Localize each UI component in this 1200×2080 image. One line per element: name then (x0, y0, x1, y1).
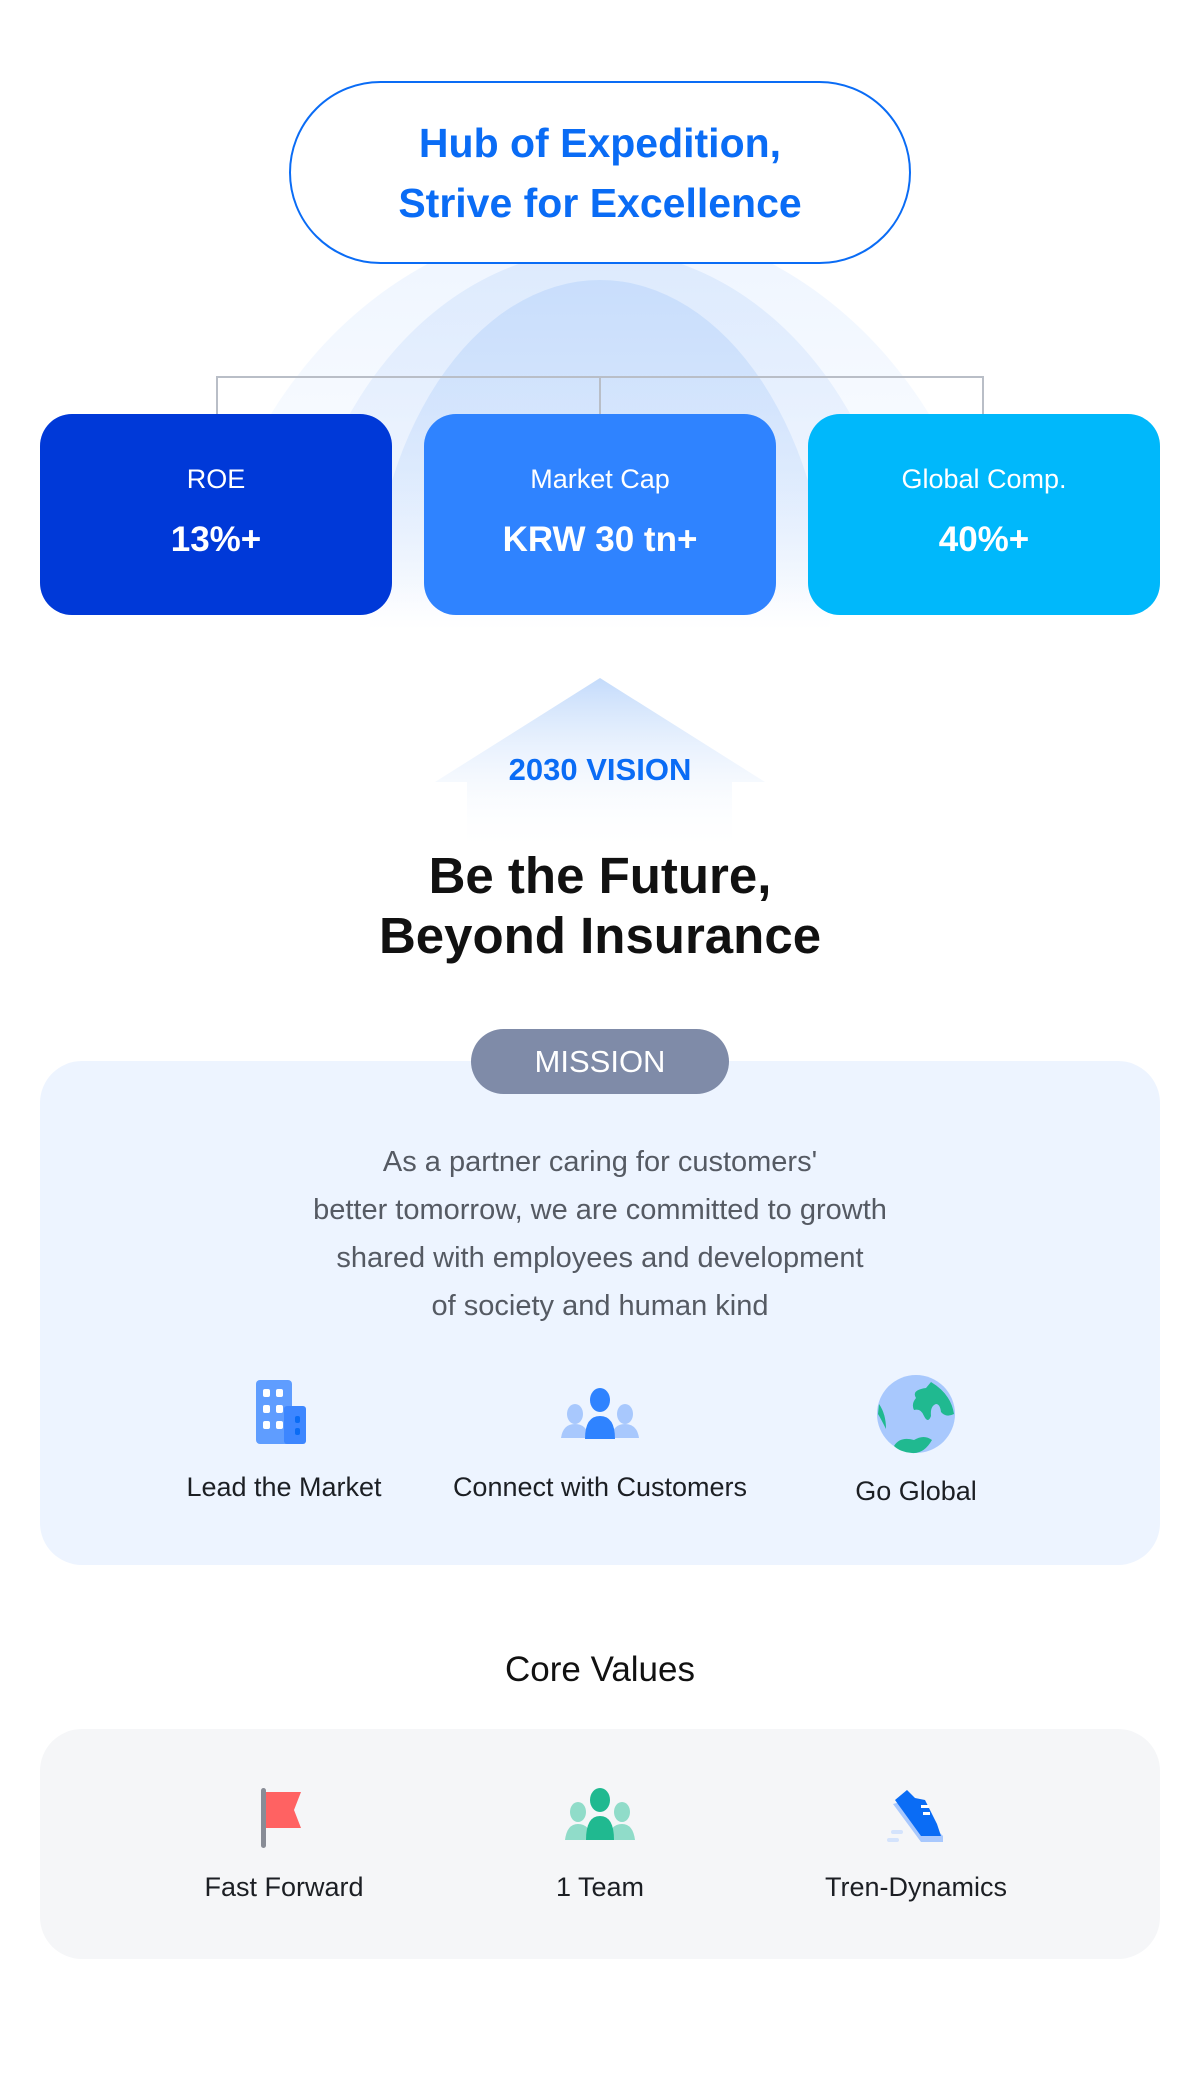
mission-item-label: Connect with Customers (452, 1472, 748, 1502)
people-icon (561, 1388, 639, 1439)
slogan-line2: Strive for Excellence (398, 179, 802, 226)
metric-label: Market Cap (530, 464, 670, 494)
mission-item: Go Global (736, 1374, 1096, 1507)
metric-value: 13%+ (170, 520, 262, 559)
vision-title: Be the Future, Beyond Insurance (0, 846, 1200, 966)
metric-label: Global Comp. (901, 464, 1067, 494)
core-value-item: Tren-Dynamics (736, 1784, 1096, 1903)
mission-line: As a partner caring for customers' (382, 1146, 818, 1178)
mission-line: shared with employees and development (336, 1242, 864, 1274)
vision-tag: 2030 VISION (508, 752, 692, 787)
connector-line (982, 376, 984, 416)
core-values-title: Core Values (504, 1650, 695, 1689)
core-value-label: Fast Forward (204, 1872, 364, 1902)
mission-item-label: Lead the Market (186, 1472, 382, 1502)
metric-card-global-comp: Global Comp. 40%+ (808, 414, 1160, 615)
core-value-item: 1 Team (420, 1784, 780, 1903)
building-icon (256, 1380, 306, 1444)
mission-panel (40, 1061, 1160, 1565)
vision-line2: Beyond Insurance (378, 907, 822, 964)
sneaker-icon (887, 1790, 943, 1842)
mission-item: Connect with Customers (420, 1374, 780, 1503)
metric-value: KRW 30 tn+ (502, 520, 698, 559)
connector-line (216, 376, 218, 416)
core-value-label: Tren-Dynamics (824, 1872, 1008, 1902)
up-arrow-icon (435, 678, 765, 853)
connector-line (599, 376, 601, 416)
mission-item: Lead the Market (104, 1374, 464, 1503)
mission-line: of society and human kind (431, 1290, 769, 1322)
metric-value: 40%+ (938, 520, 1030, 559)
core-values-panel (40, 1729, 1160, 1959)
metric-card-market-cap: Market Cap KRW 30 tn+ (424, 414, 776, 615)
core-value-label: 1 Team (555, 1872, 645, 1902)
mission-statement: As a partner caring for customers' bette… (0, 1138, 1200, 1330)
mission-line: better tomorrow, we are committed to gro… (313, 1194, 887, 1226)
team-icon (565, 1788, 635, 1840)
core-value-item: Fast Forward (104, 1784, 464, 1903)
metric-card-roe: ROE 13%+ (40, 414, 392, 615)
metric-label: ROE (186, 464, 246, 494)
vision-line1: Be the Future, (428, 847, 772, 904)
flag-icon (261, 1788, 301, 1848)
mission-tag: MISSION (471, 1029, 729, 1094)
globe-icon (877, 1375, 955, 1454)
slogan-pill: Hub of Expedition, Strive for Excellence (289, 81, 911, 264)
mission-item-label: Go Global (855, 1476, 977, 1506)
slogan-line1: Hub of Expedition, (418, 119, 782, 166)
